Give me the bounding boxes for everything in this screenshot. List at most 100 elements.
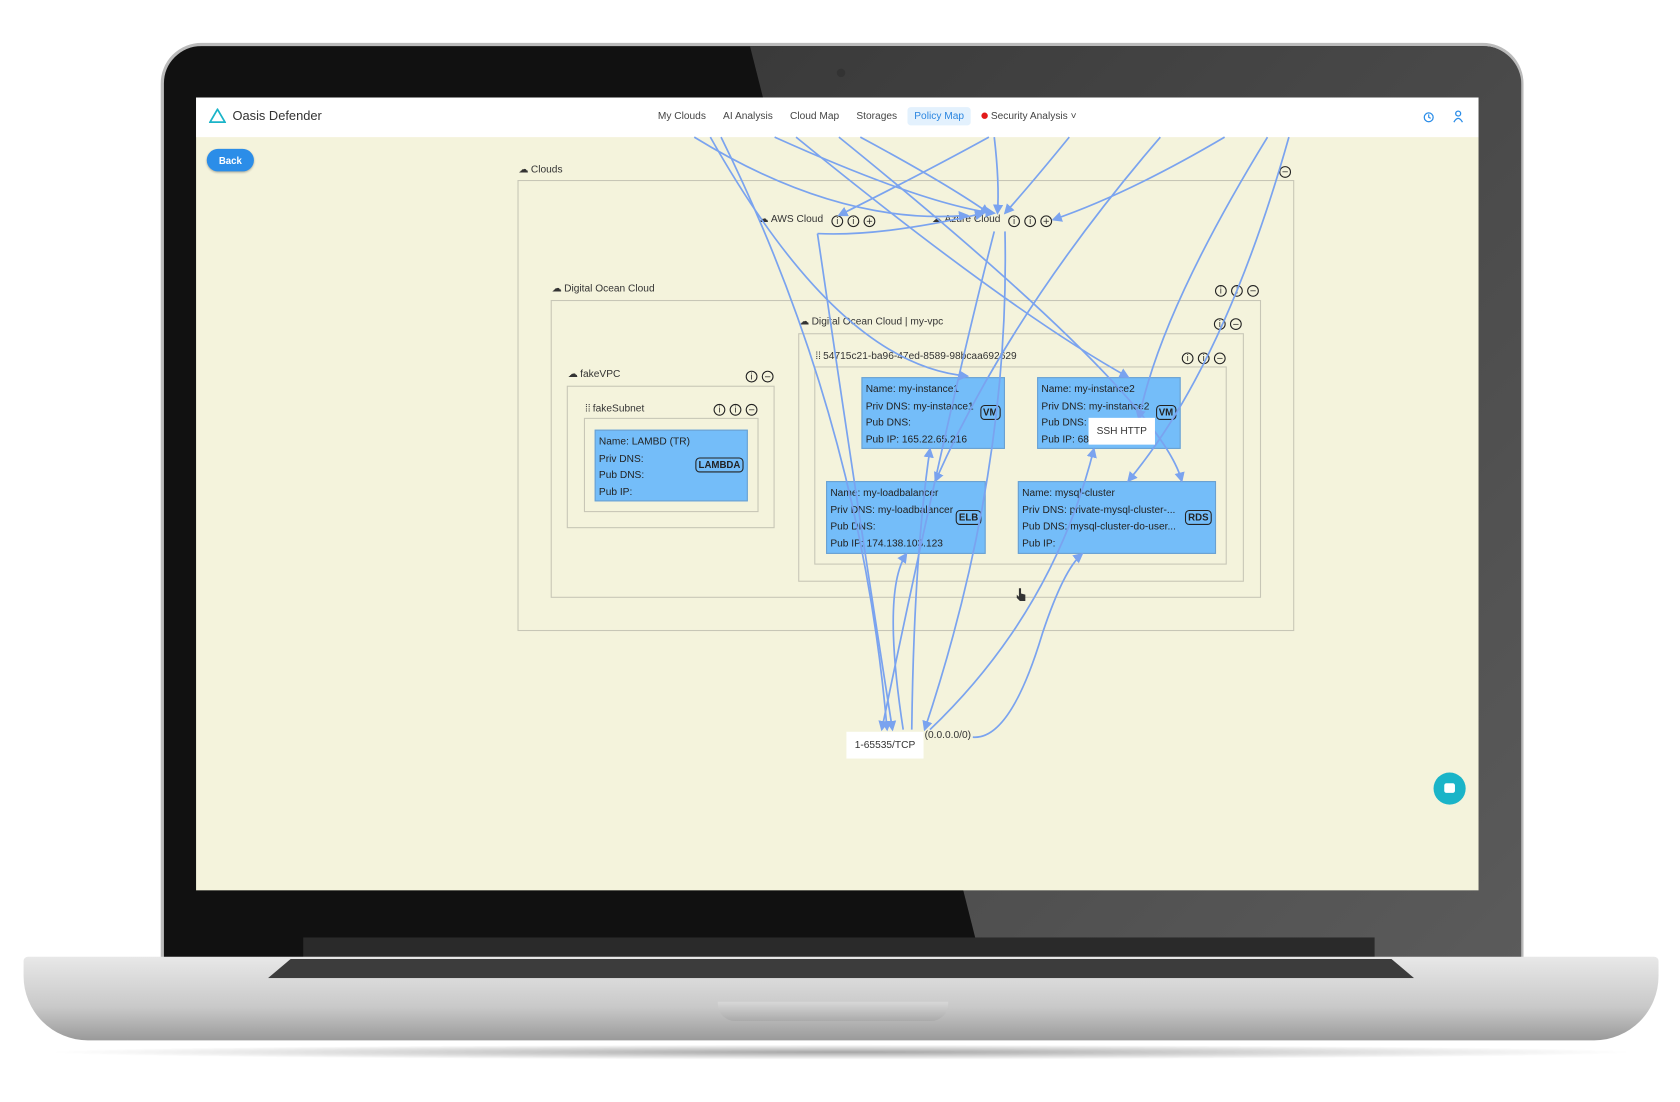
edge-label-tcp[interactable]: 1-65535/TCP bbox=[846, 731, 924, 759]
node-pub-dns: Pub DNS: bbox=[1041, 416, 1087, 429]
fake-vpc-title: fakeVPC bbox=[580, 368, 621, 381]
laptop-notch bbox=[717, 1001, 949, 1022]
edge bbox=[1003, 136, 1070, 215]
history-icon[interactable] bbox=[1423, 111, 1435, 123]
info-icon[interactable]: i bbox=[713, 403, 726, 416]
info-icon[interactable]: i bbox=[1024, 215, 1037, 228]
nav-my-clouds[interactable]: My Clouds bbox=[657, 110, 706, 123]
node-pub-ip: Pub IP: bbox=[598, 485, 633, 498]
node-pub-dns: Pub DNS: mysql-cluster-do-user... bbox=[1022, 520, 1176, 533]
expand-icon[interactable]: + bbox=[863, 215, 876, 228]
fake-subnet-title: fakeSubnet bbox=[592, 402, 645, 415]
do-subnet-title: 54715c21-ba96-47ed-8589-98bcaa692629 bbox=[823, 350, 1017, 363]
camera bbox=[836, 68, 846, 78]
info-icon[interactable]: i bbox=[1008, 215, 1020, 228]
top-nav: Oasis Defender My Clouds AI Analysis Clo… bbox=[196, 97, 1479, 138]
collapse-icon[interactable]: − bbox=[745, 403, 758, 416]
fake-vpc-label: ☁fakeVPC bbox=[568, 369, 620, 381]
fake-subnet-label: ⁞⁞fakeSubnet bbox=[585, 403, 644, 415]
info-icon[interactable]: i bbox=[1181, 352, 1194, 365]
edge bbox=[838, 136, 1185, 483]
edge bbox=[816, 233, 897, 732]
nav-policy-map[interactable]: Policy Map bbox=[907, 107, 971, 126]
internet-label[interactable]: (0.0.0.0/0) bbox=[924, 729, 972, 742]
do-subnet-label: ⁞⁞54715c21-ba96-47ed-8589-98bcaa692629 bbox=[815, 350, 1016, 362]
fake-subnet-container bbox=[583, 417, 759, 513]
do-subnet-container bbox=[814, 366, 1227, 565]
keyboard-edge bbox=[267, 958, 1415, 979]
cursor-icon bbox=[1016, 588, 1026, 602]
edge bbox=[837, 136, 990, 217]
node-priv-dns: Priv DNS: bbox=[598, 452, 644, 465]
security-analysis-label: Security Analysis bbox=[990, 110, 1068, 123]
do-vpc-container bbox=[798, 333, 1244, 582]
node-priv-dns: Priv DNS: private-mysql-cluster-... bbox=[1022, 504, 1176, 516]
nav-storages[interactable]: Storages bbox=[856, 110, 898, 123]
info-icon[interactable]: i bbox=[745, 370, 758, 383]
nav-security-analysis[interactable]: Security Analysis ˅ bbox=[975, 107, 1083, 125]
aws-title: AWS Cloud bbox=[770, 213, 824, 225]
collapse-icon[interactable]: − bbox=[1229, 318, 1242, 330]
policy-edges bbox=[693, 136, 1290, 738]
node-name: Name: LAMBD (TR) bbox=[598, 436, 690, 448]
collapse-icon[interactable]: − bbox=[1247, 284, 1259, 297]
logo-icon bbox=[208, 108, 227, 123]
edge-label-ssh-http[interactable]: SSH HTTP bbox=[1088, 417, 1155, 445]
edge bbox=[1127, 136, 1290, 483]
cloud-icon: ☁ bbox=[758, 213, 769, 225]
info-icon[interactable]: i bbox=[831, 215, 844, 228]
grid-icon: ⁞⁞ bbox=[815, 350, 821, 363]
brand[interactable]: Oasis Defender bbox=[208, 108, 322, 124]
collapse-icon[interactable]: − bbox=[1279, 166, 1292, 178]
back-button[interactable]: Back bbox=[206, 148, 254, 172]
clouds-title: Clouds bbox=[530, 163, 563, 176]
app-screen: Oasis Defender My Clouds AI Analysis Clo… bbox=[196, 97, 1479, 891]
collapse-icon[interactable]: − bbox=[761, 370, 774, 383]
edge bbox=[878, 231, 996, 732]
fake-vpc-container bbox=[566, 385, 775, 529]
do-cloud-container bbox=[550, 299, 1262, 598]
node-priv-dns: Priv DNS: my-loadbalancer bbox=[830, 504, 954, 516]
node-pub-ip: Pub IP: bbox=[1022, 537, 1056, 550]
status-dot-icon bbox=[981, 112, 988, 119]
edge bbox=[934, 136, 1161, 483]
node-priv-dns: Priv DNS: my-instance1 bbox=[865, 400, 974, 412]
chevron-down-icon: ˅ bbox=[1067, 110, 1077, 123]
edge bbox=[817, 210, 986, 235]
laptop-shadow bbox=[42, 1044, 1640, 1060]
nav-menu: My Clouds AI Analysis Cloud Map Storages… bbox=[651, 107, 1083, 126]
cloud-icon: ☁ bbox=[551, 282, 562, 295]
chat-button[interactable] bbox=[1433, 772, 1466, 805]
node-pub-ip: Pub IP: 165.22.65.216 bbox=[865, 433, 968, 446]
info-icon[interactable]: i bbox=[847, 215, 860, 228]
node-priv-dns: Priv DNS: my-instance2 bbox=[1041, 400, 1150, 412]
edge bbox=[922, 231, 1007, 732]
info-icon[interactable]: i bbox=[729, 403, 742, 416]
cloud-filled-icon: ☁ bbox=[799, 316, 810, 328]
cloud-icon: ☁ bbox=[518, 163, 529, 176]
edge bbox=[795, 136, 1130, 378]
clouds-label: ☁Clouds bbox=[519, 164, 563, 176]
edge bbox=[910, 447, 934, 730]
grid-icon: ⁞⁞ bbox=[584, 402, 591, 415]
collapse-icon[interactable]: − bbox=[1213, 352, 1226, 365]
info-icon[interactable]: i bbox=[1214, 284, 1227, 297]
node-name: Name: my-instance1 bbox=[865, 383, 960, 396]
do-vpc-title: Digital Ocean Cloud | my-vpc bbox=[811, 316, 944, 328]
node-lambda[interactable]: Name: LAMBD (TR)Priv DNS:Pub DNS:Pub IP:… bbox=[594, 429, 748, 502]
node-pub-dns: Pub DNS: bbox=[865, 416, 911, 429]
cloud-filled-icon: ☁ bbox=[567, 368, 579, 381]
aws-cloud-label[interactable]: ☁AWS Cloud bbox=[759, 213, 824, 225]
user-icon[interactable] bbox=[1453, 110, 1464, 123]
do-vpc-label: ☁Digital Ocean Cloud | my-vpc bbox=[799, 316, 943, 328]
edge bbox=[1051, 136, 1226, 222]
app-title: Oasis Defender bbox=[232, 108, 322, 124]
do-cloud-label: ☁Digital Ocean Cloud bbox=[552, 283, 655, 295]
node-type-badge: VM bbox=[979, 404, 1001, 420]
edge bbox=[720, 136, 892, 732]
nav-ai-analysis[interactable]: AI Analysis bbox=[723, 110, 773, 123]
nav-cloud-map[interactable]: Cloud Map bbox=[789, 110, 840, 123]
